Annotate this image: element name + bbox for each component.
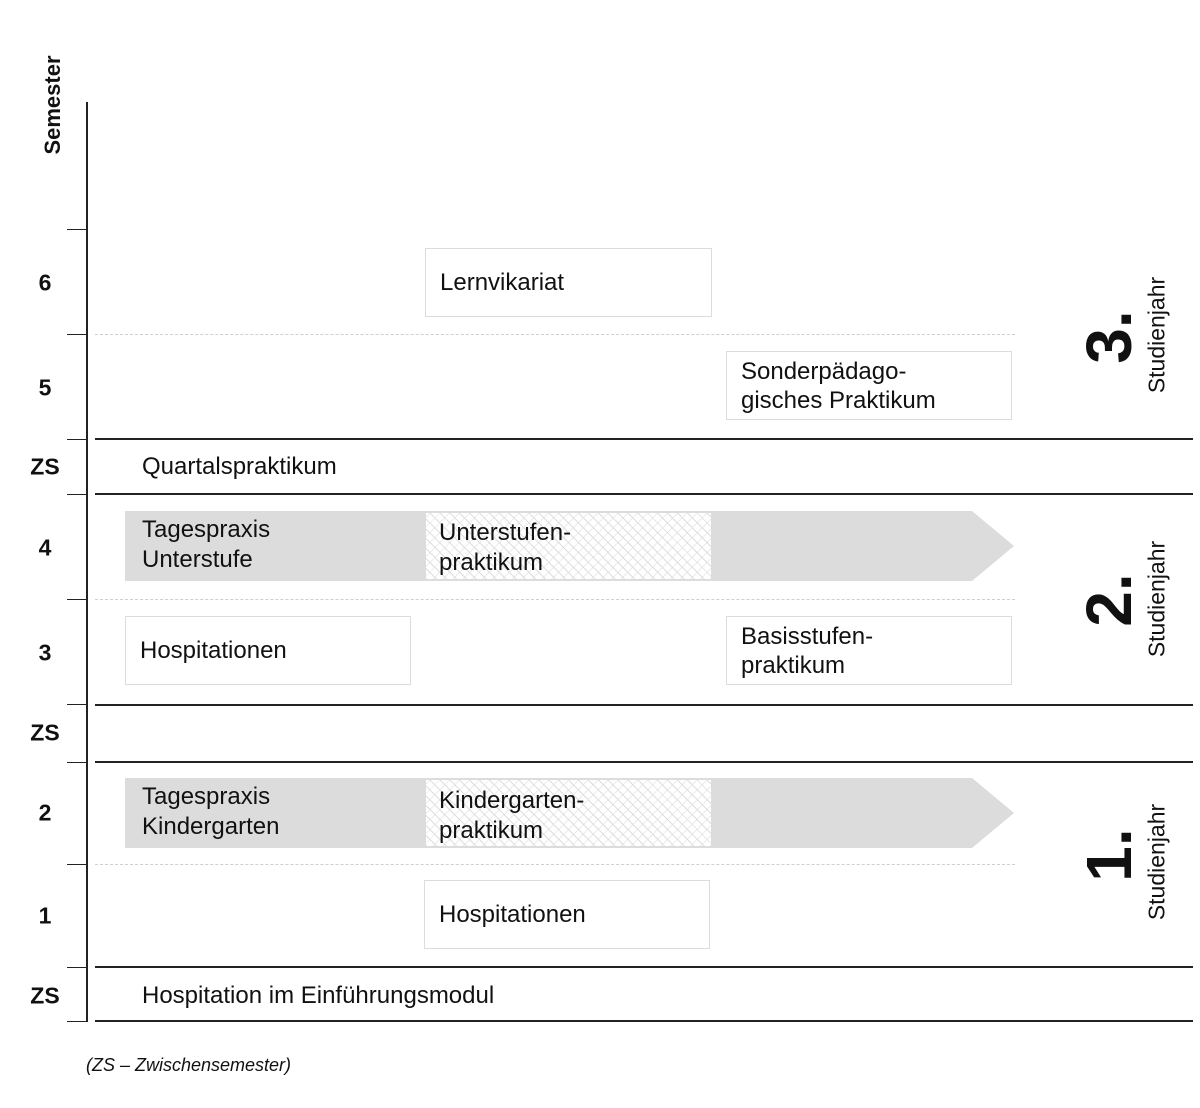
semester-separator-dashed	[95, 599, 1015, 600]
semester-label-zs-lower: ZS	[30, 982, 60, 1009]
semester-label-zs-middle: ZS	[30, 719, 60, 746]
semester-label-4: 4	[38, 534, 52, 561]
axis-tick	[67, 864, 87, 865]
hospitationen-semester3-label: Hospitationen	[140, 637, 287, 664]
axis-tick	[67, 967, 87, 968]
divider-line	[95, 704, 1193, 706]
hospitationen-semester1-label: Hospitationen	[439, 901, 586, 928]
quartalspraktikum-label: Quartalspraktikum	[142, 453, 337, 480]
hospitationen-semester1-box: Hospitationen	[424, 880, 710, 949]
divider-line	[95, 761, 1193, 763]
lernvikariat-box: Lernvikariat	[425, 248, 712, 317]
year-3-word: Studienjahr	[1143, 276, 1170, 394]
semester-separator-dashed	[95, 334, 1015, 335]
year-2-word: Studienjahr	[1143, 540, 1170, 658]
axis-tick	[67, 334, 87, 335]
axis-tick	[67, 229, 87, 230]
semester-label-zs-upper: ZS	[30, 453, 60, 480]
basisstufenpraktikum-box: Basisstufen- praktikum	[726, 616, 1012, 685]
divider-line	[95, 1020, 1193, 1022]
basisstufenpraktikum-label: Basisstufen- praktikum	[741, 622, 874, 679]
semester-label-5: 5	[38, 374, 52, 401]
tagespraxis-unterstufe-arrow: Tagespraxis Unterstufe Unterstufen- prak…	[125, 511, 1014, 581]
semester-label-3: 3	[38, 639, 52, 666]
axis-tick	[67, 599, 87, 600]
hatched-practicum-area	[426, 780, 711, 846]
axis-tick	[67, 704, 87, 705]
sonderpaedagogisches-praktikum-box: Sonderpädago- gisches Praktikum	[726, 351, 1012, 420]
tagespraxis-unterstufe-label: Tagespraxis Unterstufe	[142, 516, 271, 573]
axis-tick	[67, 494, 87, 495]
divider-line	[95, 966, 1193, 968]
tagespraxis-kindergarten-label: Tagespraxis Kindergarten	[142, 783, 280, 840]
divider-line	[95, 438, 1193, 440]
tagespraxis-kindergarten-arrow: Tagespraxis Kindergarten Kindergarten- p…	[125, 778, 1014, 848]
kindergartenpraktikum-label: Kindergarten- praktikum	[439, 787, 585, 844]
semester-label-2: 2	[38, 799, 52, 826]
sonderpaedagogisches-praktikum-label: Sonderpädago- gisches Praktikum	[741, 357, 936, 414]
footnote: (ZS – Zwischensemester)	[86, 1055, 292, 1075]
einfuehrungsmodul-label: Hospitation im Einführungsmodul	[142, 982, 495, 1009]
semester-label-1: 1	[38, 902, 52, 929]
semester-axis-title: Semester	[40, 55, 65, 155]
hatched-practicum-area	[426, 513, 711, 579]
divider-line	[95, 493, 1193, 495]
hospitationen-semester3-box: Hospitationen	[125, 616, 411, 685]
axis-tick	[67, 439, 87, 440]
semester-label-6: 6	[38, 269, 52, 296]
axis-tick	[67, 762, 87, 763]
lernvikariat-label: Lernvikariat	[440, 269, 565, 296]
year-1-number: 1.	[1073, 828, 1145, 882]
semester-separator-dashed	[95, 864, 1015, 865]
year-3-number: 3.	[1073, 310, 1145, 364]
unterstufenpraktikum-label: Unterstufen- praktikum	[439, 519, 572, 576]
year-1-word: Studienjahr	[1143, 803, 1170, 921]
semester-axis-line	[86, 102, 88, 1022]
year-2-number: 2.	[1073, 573, 1145, 627]
axis-tick	[67, 1021, 87, 1022]
